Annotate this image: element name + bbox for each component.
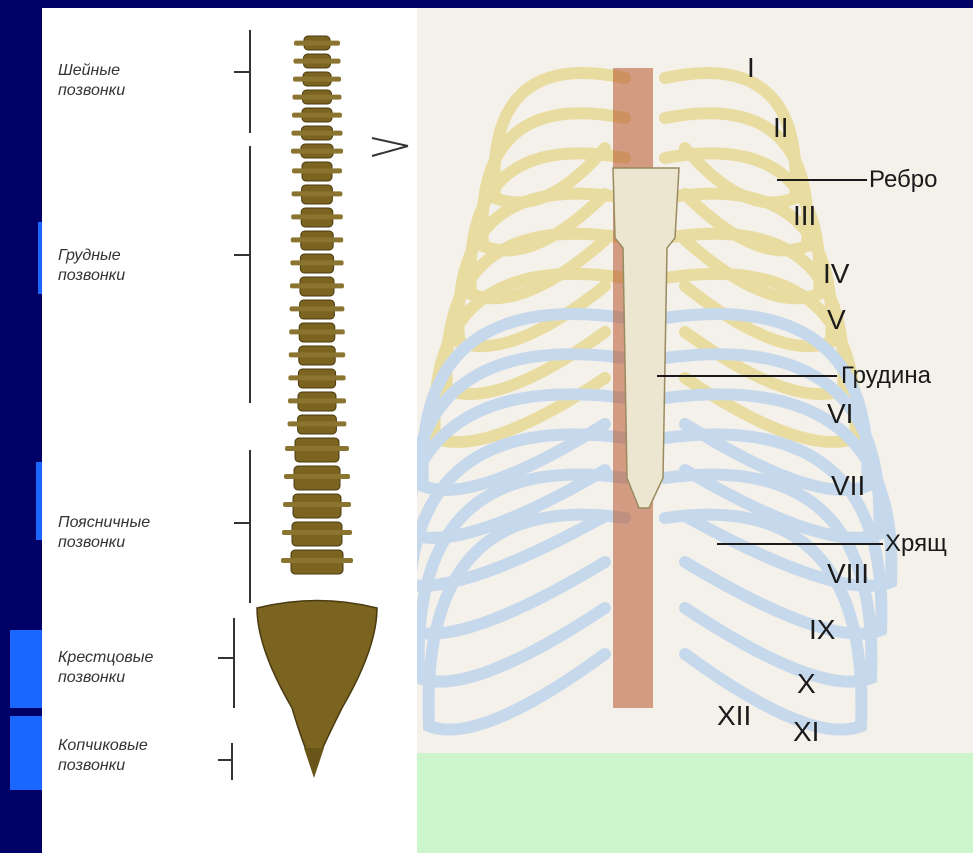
transverse-process	[289, 329, 345, 334]
transverse-process	[289, 352, 345, 357]
rib-numeral: VI	[827, 398, 853, 430]
transverse-process	[285, 446, 349, 451]
rib-numeral: XI	[793, 716, 819, 748]
transverse-process	[291, 149, 343, 154]
transverse-process	[293, 95, 342, 100]
ribcage-illustration	[417, 8, 973, 853]
rib-numeral: IX	[809, 614, 835, 646]
transverse-process	[291, 214, 343, 219]
transverse-process	[288, 398, 346, 403]
transverse-process	[284, 474, 350, 479]
rib-numeral: IV	[823, 258, 849, 290]
vertebral-column	[281, 36, 353, 574]
rib-numeral: X	[797, 668, 816, 700]
rib-numeral: VII	[831, 470, 865, 502]
sacrum	[257, 601, 377, 769]
transverse-process	[294, 41, 340, 46]
transverse-process	[290, 283, 344, 288]
side-tab-3	[10, 630, 44, 708]
rib-numeral: II	[773, 112, 789, 144]
ribcage-panel: Ребро Грудина Хрящ I II III IV V VI VII …	[417, 8, 973, 853]
transverse-process	[294, 59, 341, 64]
rib	[429, 515, 625, 730]
rib-numeral: V	[827, 304, 846, 336]
sternum-label: Грудина	[841, 362, 931, 390]
transverse-process	[292, 113, 342, 118]
cartilage-label: Хрящ	[885, 530, 947, 558]
rib-numeral: I	[747, 52, 755, 84]
transverse-process	[290, 260, 343, 265]
transverse-process	[292, 168, 342, 173]
transverse-process	[292, 131, 343, 136]
rib-numeral: III	[793, 200, 816, 232]
transverse-process	[283, 502, 351, 507]
coccyx	[304, 748, 324, 778]
side-tab-4	[10, 716, 44, 790]
transverse-process	[290, 306, 345, 311]
transverse-process	[293, 77, 341, 82]
transverse-process	[291, 237, 343, 242]
rib-label: Ребро	[869, 166, 937, 194]
rib-numeral: VIII	[827, 558, 869, 590]
transverse-process	[288, 375, 345, 380]
rib-numeral: XII	[717, 700, 751, 732]
transverse-process	[281, 558, 353, 563]
spine-illustration	[42, 8, 417, 853]
transverse-process	[282, 530, 352, 535]
transverse-process	[292, 191, 343, 196]
transverse-process	[288, 421, 347, 426]
